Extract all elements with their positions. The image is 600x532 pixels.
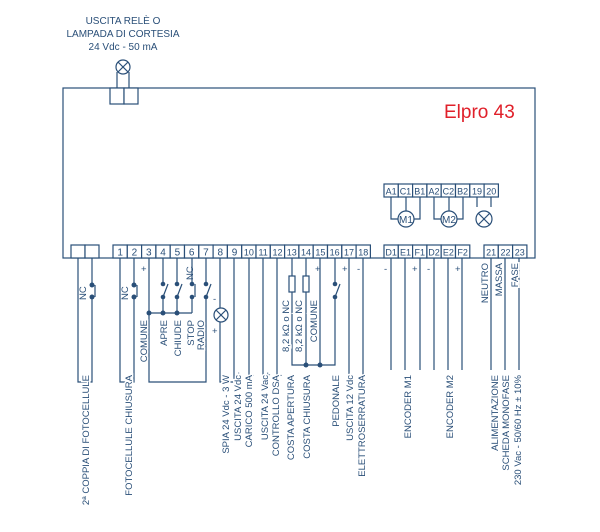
motor-terminal-label: 19 xyxy=(472,187,482,197)
terminal-label-pedonale: PEDONALE xyxy=(331,375,342,427)
terminal-label-costa-chiusura: COSTA CHIUSURA xyxy=(302,374,313,458)
terminal-label: 1 xyxy=(117,248,123,259)
board-title: Elpro 43 xyxy=(444,102,515,123)
plus-sign: + xyxy=(412,264,418,275)
courtesy-lamp-icon xyxy=(115,59,131,90)
terminal-label: 6 xyxy=(189,248,195,259)
control-board xyxy=(62,87,536,259)
motor-terminal-label: 20 xyxy=(486,187,496,197)
minus-sign: - xyxy=(213,294,216,305)
lamp-caption-2: LAMPADA DI CORTESIA xyxy=(67,29,180,40)
terminal-label-encoder-m2: ENCODER M2 xyxy=(445,375,456,438)
encoder-terminal-label: D2 xyxy=(428,248,440,258)
terminal-label-carico: CARICO 500 mA xyxy=(244,374,255,447)
terminal-label-fotocellule: FOTOCELLULE CHIUSURA xyxy=(124,374,135,495)
motor-terminal-label: A1 xyxy=(386,187,397,197)
terminal-label-massa: MASSA xyxy=(494,262,505,296)
terminal-label: 12 xyxy=(272,248,282,258)
terminal-label-costa-apertura: COSTA APERTURA xyxy=(286,374,297,460)
contact-icons xyxy=(89,275,341,323)
motor-m1-label: M1 xyxy=(399,215,413,226)
nc-label: NC xyxy=(185,266,196,280)
motor-terminal-label: C1 xyxy=(400,187,412,197)
motor-m2-label: M2 xyxy=(442,215,456,226)
plus-sign: + xyxy=(236,370,242,381)
terminal-label-chiude: CHIUDE xyxy=(173,320,184,356)
motor-m1-icon: M1 xyxy=(390,197,421,228)
terminal-label-radio: RADIO xyxy=(196,320,207,350)
terminal-label-res1: 8,2 kΩ o NC xyxy=(281,300,292,352)
encoder-terminal-label: D1 xyxy=(385,248,397,258)
plus-sign: + xyxy=(212,326,218,337)
terminal-label: 13 xyxy=(287,248,297,258)
terminal-label-fase: FASE xyxy=(510,263,521,287)
power-terminal-label: 23 xyxy=(515,248,525,258)
terminal-label-uscita12: USCITA 12 Vdc xyxy=(345,375,356,441)
minus-sign: - xyxy=(384,264,387,275)
terminal-label-elettroserratura: ELETTROSERRATURA xyxy=(357,374,368,476)
minus-sign: - xyxy=(357,264,360,275)
encoder-terminal-F2 xyxy=(454,244,471,259)
terminal-label-scheda: SCHEDA MONOFASE xyxy=(501,375,512,471)
relay-terminal xyxy=(123,87,139,105)
terminal-label: 14 xyxy=(301,248,311,258)
terminal-label: 9 xyxy=(232,248,238,259)
nc-label: NC xyxy=(120,286,131,300)
plus-sign: + xyxy=(455,264,461,275)
power-terminal-label: 22 xyxy=(500,248,510,258)
terminal-label-uscita24vac: USCITA 24 Vac xyxy=(260,375,271,440)
relay-terminal xyxy=(109,87,125,105)
lamp-caption-3: 24 Vdc - 50 mA xyxy=(89,42,158,53)
terminal-label: 7 xyxy=(203,248,209,259)
minus-sign: - xyxy=(279,370,282,381)
wiring xyxy=(77,258,520,383)
terminal-label: 17 xyxy=(344,248,354,258)
terminal-label: 15 xyxy=(315,248,325,258)
plus-sign: + xyxy=(315,264,321,275)
terminal-label: 8 xyxy=(217,248,223,259)
terminal-blank xyxy=(70,244,86,259)
plus-sign: + xyxy=(342,264,348,275)
motor-terminal-label: C2 xyxy=(443,187,455,197)
flashing-lamp-icon xyxy=(475,197,493,228)
terminal-label-comune: COMUNE xyxy=(139,320,150,362)
terminal-blank xyxy=(84,244,100,259)
terminal-label-neutro: NEUTRO xyxy=(480,263,491,303)
terminal-label-tensione: 230 Vac - 50/60 Hz ± 10% xyxy=(513,374,524,485)
encoder-terminal-label: E2 xyxy=(443,248,454,258)
terminal-label-dsa: CONTROLLO DSA xyxy=(271,374,282,456)
terminal-label-spia: SPIA 24 Vdc - 3 W xyxy=(221,375,232,454)
encoder-terminal-label: F2 xyxy=(457,248,468,258)
terminal-label: 5 xyxy=(175,248,181,259)
terminal-label: 18 xyxy=(358,248,368,258)
plus-sign: + xyxy=(141,264,147,275)
terminal-label-res2: 8,2 kΩ o NC xyxy=(294,300,305,352)
motor-terminal-label: B1 xyxy=(414,187,425,197)
terminal-label-uscita24vdc: USCITA 24 Vdc xyxy=(233,375,244,441)
lamp-caption-1: USCITA RELÈ O xyxy=(86,14,161,27)
nc-label: NC xyxy=(78,286,89,300)
motor-terminal-label: B2 xyxy=(457,187,468,197)
terminal-label-apre: APRE xyxy=(159,320,170,346)
terminal-label: 16 xyxy=(330,248,340,258)
terminal-label-coppia: 2ª COPPIA DI FOTOCELLULE xyxy=(81,375,92,505)
minus-sign: - xyxy=(251,370,254,381)
terminal-label-stop: STOP xyxy=(186,320,197,346)
encoder-terminal-label: E1 xyxy=(400,248,411,258)
terminal-label-encoder-m1: ENCODER M1 xyxy=(403,375,414,438)
encoder-terminal-label: F1 xyxy=(414,248,425,258)
power-terminal-label: 21 xyxy=(486,248,496,258)
terminal-label: 10 xyxy=(244,248,254,258)
plus-sign: + xyxy=(265,370,271,381)
terminal-label: 3 xyxy=(146,248,152,259)
motor-m2-icon: M2 xyxy=(433,197,464,228)
power-terminal-23 xyxy=(511,244,528,259)
terminal-label: 2 xyxy=(132,248,138,259)
terminal-label-alimentazione: ALIMENTAZIONE xyxy=(490,375,501,451)
terminal-label: 4 xyxy=(160,248,166,259)
motor-terminal-label: A2 xyxy=(429,187,440,197)
minus-sign: - xyxy=(427,264,430,275)
terminal-label-comune2: COMUNE xyxy=(309,300,320,342)
terminal-label: 11 xyxy=(258,248,267,258)
